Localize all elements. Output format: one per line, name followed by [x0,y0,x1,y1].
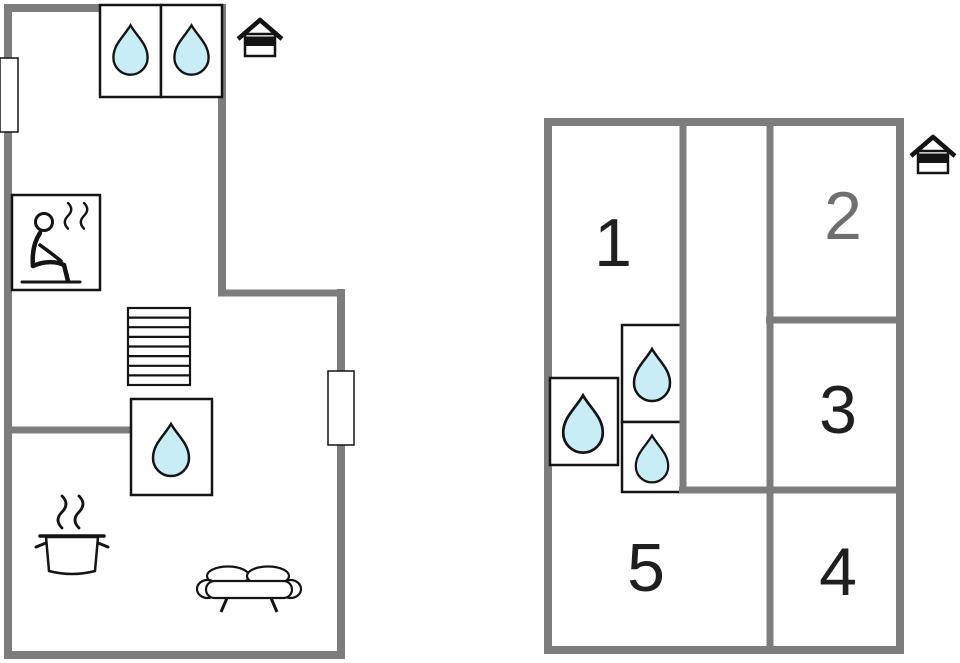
sauna-person-thigh [30,259,67,269]
entrance-house-icon [911,137,955,173]
sofa-leg [269,597,279,613]
pot-handle [96,541,110,549]
sauna-person-back [30,230,43,269]
sauna-person-icon [20,201,89,284]
sofa-seat [204,579,294,600]
sauna-person-arm [38,243,63,263]
window-opening [0,57,19,133]
cooking-pot-icon [34,494,110,576]
pot-body [44,535,100,576]
sofa-icon [195,565,303,613]
room-label-5: 5 [627,530,665,606]
sauna-person-head [34,212,54,232]
steam-icon [56,494,68,530]
left-floor-plan [0,3,355,659]
sauna-room-box [10,193,102,292]
left-plan-fixtures [10,3,224,497]
right-plan-walls [679,126,897,646]
room-label-4: 4 [819,534,857,610]
entrance-house-icon [238,20,282,56]
stairs-icon [126,306,192,387]
room-label-1: 1 [594,205,632,281]
sofa-leg [219,597,229,613]
room-label-3: 3 [819,372,857,448]
window-opening [327,370,355,446]
pot-handle [34,541,48,549]
steam-icon [73,494,85,530]
room-labels: 1 2 3 4 5 [594,178,862,610]
room-label-2: 2 [824,178,862,254]
right-floor-plan: 1 2 3 4 5 [544,118,955,654]
sauna-person-shin [61,262,71,284]
